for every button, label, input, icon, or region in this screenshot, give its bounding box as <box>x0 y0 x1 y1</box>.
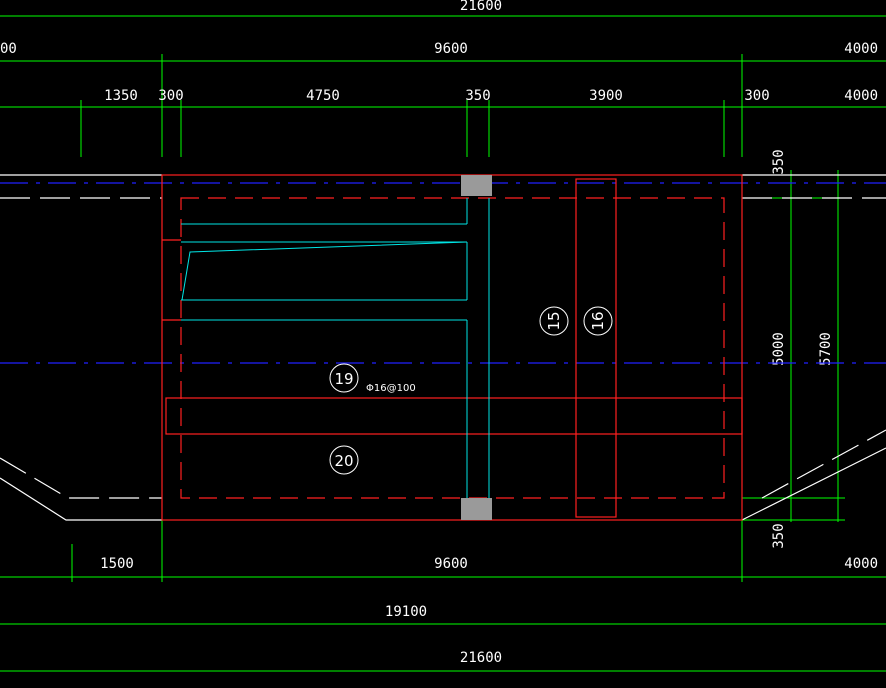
marks <box>329 306 613 475</box>
outline-red <box>161 174 743 521</box>
mark-19-circle <box>329 363 359 393</box>
dim-right-bottom: 350 <box>771 523 787 548</box>
dim-row2-d: 350 <box>465 88 490 104</box>
mark-20-label: 20 <box>334 452 353 470</box>
mark-19-label: 19 <box>334 370 353 388</box>
dim-row2-e: 3900 <box>589 88 623 104</box>
dim-right-top: 350 <box>771 149 787 174</box>
dim-row1-right: 4000 <box>844 41 878 57</box>
dim-row1-left: 00 <box>0 41 17 57</box>
mark-15-label: 15 <box>545 311 563 330</box>
inner-cyan <box>181 198 490 498</box>
dim-row2-right: 4000 <box>844 88 878 104</box>
dim-right-mid: 5000 <box>771 332 787 366</box>
mark-16-circle <box>583 306 613 336</box>
columns <box>461 175 492 520</box>
dim-row1-middle: 9600 <box>434 41 468 57</box>
dim-bottom-right: 4000 <box>844 556 878 572</box>
dim-bottom-row2: 19100 <box>385 604 427 620</box>
dim-bottom-left: 1500 <box>100 556 134 572</box>
mark-15-circle <box>539 306 569 336</box>
dim-bottom-middle: 9600 <box>434 556 468 572</box>
dim-right-total: 5700 <box>818 332 834 366</box>
mark-20-circle <box>329 445 359 475</box>
column-bottom <box>461 498 492 520</box>
dim-row2-f: 300 <box>744 88 769 104</box>
rebar-note: Φ16@100 <box>366 383 416 394</box>
outside-structure <box>0 174 886 521</box>
dimension-lines <box>0 15 886 672</box>
dim-bottom-total: 21600 <box>460 650 502 666</box>
dimension-texts: 21600 00 9600 4000 1350 300 4750 350 390… <box>0 0 878 666</box>
axis-lines <box>0 182 886 364</box>
dim-top-total: 21600 <box>460 0 502 14</box>
column-top <box>461 175 492 196</box>
dim-row2-c: 4750 <box>306 88 340 104</box>
mark-16-label: 16 <box>589 311 607 330</box>
dim-row2-b: 300 <box>158 88 183 104</box>
dim-row2-a: 1350 <box>104 88 138 104</box>
